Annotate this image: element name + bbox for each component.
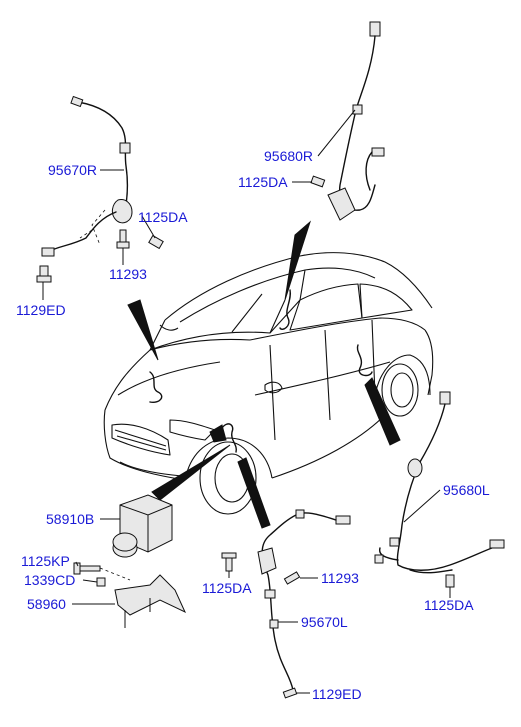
label-1125KP: 1125KP [21,553,70,569]
part-labels: 95670R 1125DA 11293 1129ED 95680R 1125DA… [16,148,490,702]
label-11293-front-lh: 11293 [321,570,359,586]
label-1129ED-front-lh: 1129ED [312,686,362,702]
label-1125DA-rear-lh: 1125DA [424,597,474,613]
label-1125DA-rear-rh: 1125DA [238,174,288,190]
pointer-wedges [127,220,401,529]
label-95670R: 95670R [48,162,97,178]
rear-rh-sensor-assembly [310,21,385,221]
front-lh-sensor-assembly [221,509,351,699]
rear-lh-sensor-assembly [374,391,505,588]
label-1129ED-top: 1129ED [16,302,66,318]
label-95680R: 95680R [264,148,313,164]
abs-unit-assembly [73,494,187,628]
label-95670L: 95670L [301,614,348,630]
label-1339CD: 1339CD [24,572,75,588]
leader-lines [42,109,451,694]
car-illustration [103,252,434,515]
car-harness-wires [149,289,373,453]
label-1125DA-front-lh: 1125DA [202,580,252,596]
label-11293-top: 11293 [109,266,147,282]
label-58960: 58960 [27,596,66,612]
front-rh-sensor-assembly [36,95,164,283]
label-1125DA-top-left: 1125DA [138,209,188,225]
label-58910B: 58910B [46,511,94,527]
label-95680L: 95680L [443,482,490,498]
